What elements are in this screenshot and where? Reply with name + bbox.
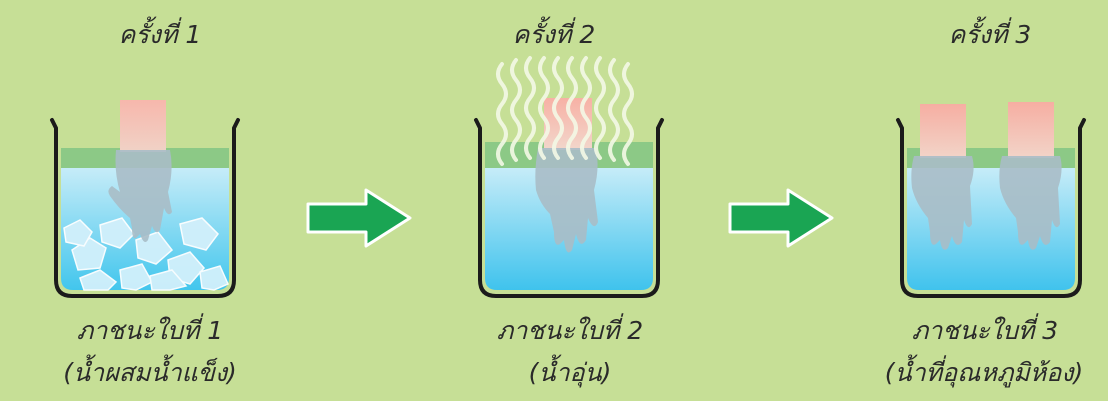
container-1-contents: (น้ำผสมน้ำแข็ง) (63, 358, 237, 387)
beaker-1 (50, 100, 240, 298)
container-3-label: ภาชนะใบที่ 3 (911, 316, 1059, 345)
beaker-outline (474, 118, 664, 298)
arrow-right-icon (728, 188, 834, 248)
beaker-3 (896, 102, 1086, 298)
beaker-2 (474, 56, 664, 298)
beaker-outline (896, 118, 1086, 298)
container-2-label: ภาชนะใบที่ 2 (496, 316, 644, 345)
beaker-outline (50, 118, 240, 298)
ice-cubes-icon (63, 217, 229, 291)
hand-icon (999, 102, 1062, 250)
container-3-contents: (น้ำที่อุณหภูมิห้อง) (884, 358, 1084, 387)
steam-icon (496, 56, 634, 166)
step-2-title: ครั้งที่ 2 (512, 20, 596, 49)
container-2-contents: (น้ำอุ่น) (528, 358, 612, 387)
hand-icon (108, 100, 172, 242)
arrow-right-icon (306, 188, 412, 248)
container-1-label: ภาชนะใบที่ 1 (76, 316, 224, 345)
hand-icon (911, 104, 974, 250)
step-1-title: ครั้งที่ 1 (118, 20, 202, 49)
step-3-title: ครั้งที่ 3 (948, 20, 1032, 49)
